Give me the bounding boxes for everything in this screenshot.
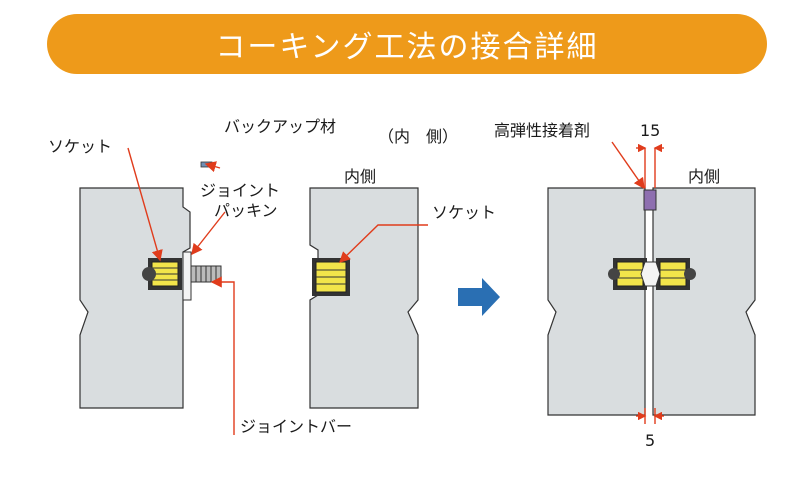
left-panel — [79, 187, 191, 409]
dimension-15-label: 15 — [640, 121, 660, 140]
inner-side-middle-label: 内側 — [344, 167, 376, 186]
title-banner: コーキング工法の接合詳細 — [47, 14, 767, 74]
inner-side-right-label: 内側 — [688, 167, 720, 186]
page-title: コーキング工法の接合詳細 — [215, 30, 599, 65]
joint-bar-label: ジョイントバー — [240, 417, 352, 436]
right-joint-assembly — [608, 258, 696, 290]
left-socket — [142, 258, 182, 290]
backup-material-label: バックアップ材 — [224, 117, 336, 136]
left-joint-bar — [190, 265, 222, 283]
right-panel-right — [652, 187, 756, 416]
inner-side-paren-label: （内 側） — [378, 127, 458, 146]
socket-left-label: ソケット — [48, 137, 112, 156]
dimension-5-label: 5 — [645, 431, 655, 450]
joint-packing-label-1: ジョイント — [200, 181, 280, 200]
middle-socket — [312, 258, 350, 296]
right-arrow-icon — [458, 278, 500, 316]
right-panel-left — [547, 187, 646, 416]
sealant-block — [643, 189, 657, 211]
leader-lines — [127, 141, 664, 435]
sealant-label: 高弾性接着剤 — [494, 121, 590, 140]
socket-middle-label: ソケット — [432, 203, 496, 222]
left-joint-packing — [182, 251, 192, 301]
joint-packing-label-2: パッキン — [214, 201, 278, 220]
middle-panel — [309, 187, 419, 409]
